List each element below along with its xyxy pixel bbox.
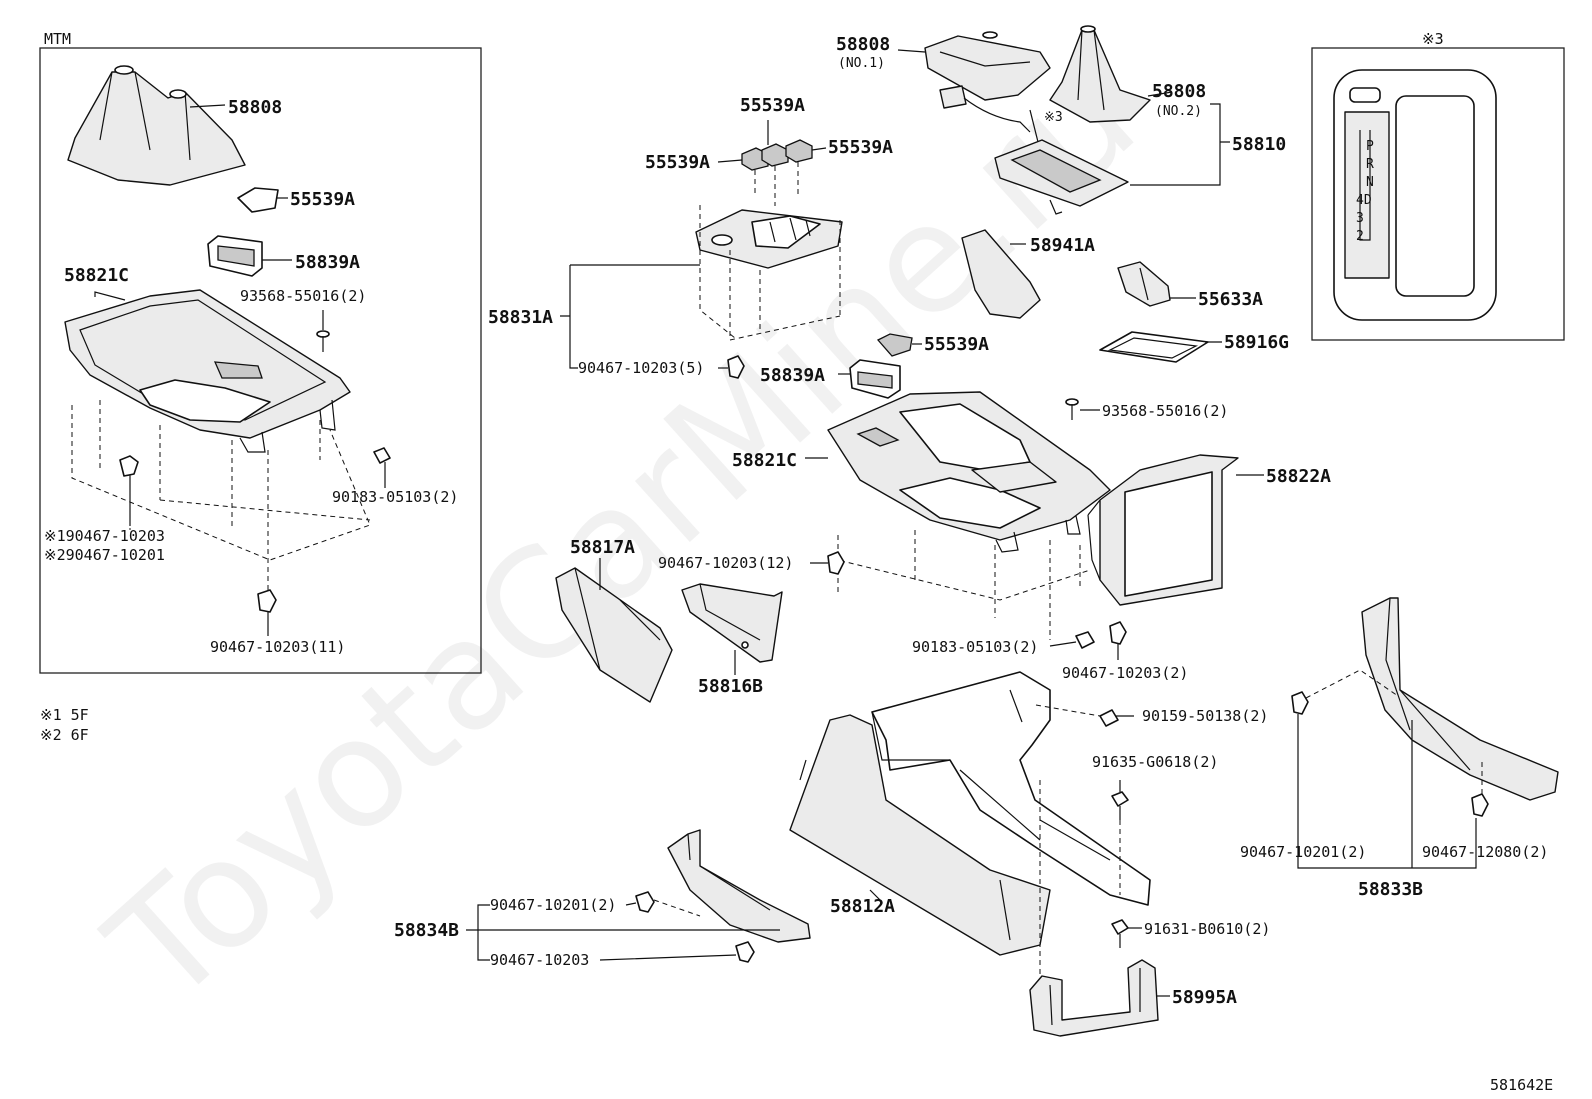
- holder-clip: [1117, 261, 1171, 307]
- mtm-frame-title: MTM: [44, 30, 71, 48]
- boot-no1: [924, 31, 1051, 101]
- mtm-clip-bottom: [257, 589, 277, 613]
- mtm-insert: [237, 187, 279, 213]
- mat: [1099, 331, 1209, 363]
- mtm-frame: [39, 47, 482, 674]
- mtm-clip: [119, 455, 139, 477]
- mid-bezel: [849, 359, 901, 399]
- gate-letter-n: N: [1366, 175, 1374, 190]
- mtm-label-insert: 55539A: [290, 189, 355, 210]
- label-holder: 55633A: [1198, 289, 1263, 310]
- figure-code: 581642E: [1490, 1076, 1553, 1094]
- gate-letter-3: 3: [1356, 211, 1364, 226]
- mtm-label-clip-note2: ※290467-10201: [44, 546, 165, 564]
- harness-wire: [963, 97, 1031, 133]
- console-panel: [827, 391, 1111, 553]
- screw-g: [1111, 791, 1129, 820]
- label-switch-base: 58831A: [488, 307, 553, 328]
- mid-clip-2: [1109, 621, 1127, 645]
- label-nut-mid: 90183-05103(2): [912, 638, 1038, 656]
- mid-clip: [827, 551, 845, 575]
- label-clip-r1: 90467-10201(2): [1240, 843, 1366, 861]
- harness-connector: [939, 85, 967, 109]
- label-boot-no2-sub: (NO.2): [1155, 104, 1202, 119]
- note-1: ※1 5F: [40, 706, 89, 724]
- label-knob: 58941A: [1030, 235, 1095, 256]
- switch-clip: [727, 355, 745, 379]
- screw-b: [1111, 919, 1129, 948]
- label-side-cover: 58816B: [698, 676, 763, 697]
- label-bezel-mid: 58839A: [760, 365, 825, 386]
- gate-letter-r: R: [1366, 157, 1374, 172]
- label-screw-g: 91635-G0618(2): [1092, 753, 1218, 771]
- gate-letter-4d: 4D: [1356, 193, 1372, 208]
- note-2: ※2 6F: [40, 726, 89, 744]
- label-insert-top: 55539A: [740, 95, 805, 116]
- mtm-label-clip-note1: ※190467-10203: [44, 527, 165, 545]
- console-body: [789, 671, 1151, 956]
- mtm-bezel: [207, 235, 263, 277]
- label-screw-mid: 93568-55016(2): [1102, 402, 1228, 420]
- label-clip-l1: 90467-10201(2): [490, 896, 616, 914]
- label-insert-left: 55539A: [645, 152, 710, 173]
- left-trim: [667, 829, 811, 943]
- side-cover: [681, 583, 783, 663]
- mtm-label-screw: 93568-55016(2): [240, 287, 366, 305]
- boot-no2: [1049, 25, 1151, 123]
- right-trim-clip-1: [1291, 691, 1309, 715]
- label-insert-mid: 55539A: [924, 334, 989, 355]
- label-clip-switch: 90467-10203(5): [578, 359, 704, 377]
- right-trim: [1361, 597, 1559, 801]
- label-boot-no1: 58808: [836, 34, 890, 55]
- mid-screw: [1065, 398, 1079, 420]
- mtm-label-boot: 58808: [228, 97, 282, 118]
- shift-knob: [961, 229, 1041, 319]
- label-clip-mid2: 90467-10203(2): [1062, 664, 1188, 682]
- inset-title: ※3: [1422, 30, 1444, 48]
- inset-shift-indicator: [1333, 69, 1497, 321]
- label-mat: 58916G: [1224, 332, 1289, 353]
- label-clip-l2: 90467-10203: [490, 951, 589, 969]
- inset-frame: [1311, 47, 1565, 341]
- mtm-label-bezel: 58839A: [295, 252, 360, 273]
- mtm-label-console-panel: 58821C: [64, 265, 129, 286]
- bolt: [1099, 709, 1134, 727]
- label-left-trim: 58834B: [394, 920, 459, 941]
- bracket: [1029, 959, 1159, 1037]
- mtm-label-nut: 90183-05103(2): [332, 488, 458, 506]
- switch-inserts: [741, 139, 813, 171]
- label-screw-b: 91631-B0610(2): [1144, 920, 1270, 938]
- label-bracket: 58995A: [1172, 987, 1237, 1008]
- label-boot-no2: 58808: [1152, 81, 1206, 102]
- label-clip-mid: 90467-10203(12): [658, 554, 793, 572]
- gate-letter-p: P: [1366, 139, 1374, 154]
- mtm-console-panel: [64, 289, 351, 453]
- mid-nut: [1075, 631, 1095, 649]
- storage-box: [1087, 454, 1239, 606]
- mid-insert: [876, 333, 913, 357]
- label-boot-no1-sub: (NO.1): [838, 56, 885, 71]
- label-side-panel: 58817A: [570, 537, 635, 558]
- label-shift-plate: 58810: [1232, 134, 1286, 155]
- right-trim-clip-2: [1471, 793, 1489, 817]
- label-box: 58822A: [1266, 466, 1331, 487]
- label-console-body: 58812A: [830, 896, 895, 917]
- label-right-trim: 58833B: [1358, 879, 1423, 900]
- left-trim-clip-2: [735, 941, 755, 963]
- label-indicator-mark: ※3: [1044, 110, 1063, 125]
- mtm-shift-boot: [67, 65, 246, 186]
- label-clip-r2: 90467-12080(2): [1422, 843, 1548, 861]
- mtm-screw: [316, 330, 330, 352]
- label-insert-right: 55539A: [828, 137, 893, 158]
- left-trim-clip-1: [635, 891, 655, 913]
- gate-letter-2: 2: [1356, 229, 1364, 244]
- shift-plate: [994, 139, 1129, 215]
- side-panel: [555, 567, 673, 703]
- mtm-label-clip-bottom: 90467-10203(11): [210, 638, 345, 656]
- mtm-nut: [373, 447, 391, 464]
- label-console-panel: 58821C: [732, 450, 797, 471]
- label-bolt: 90159-50138(2): [1142, 707, 1268, 725]
